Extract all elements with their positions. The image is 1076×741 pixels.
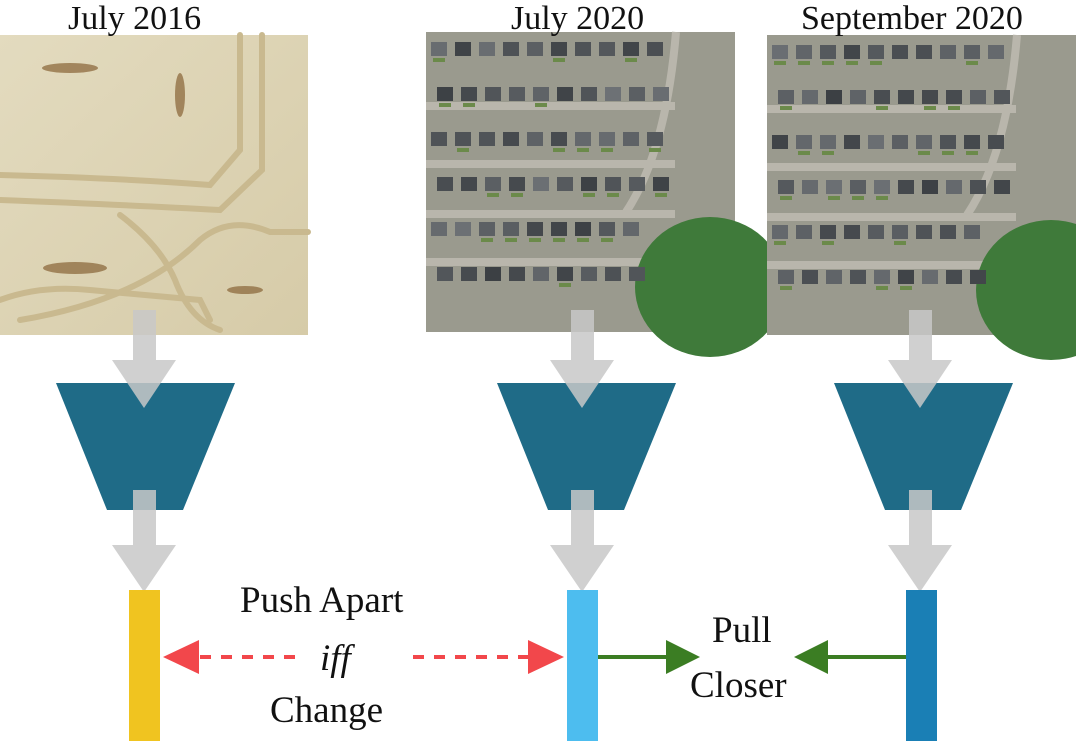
feature-vectors xyxy=(129,590,937,741)
push-label-line2: iff xyxy=(320,638,351,679)
flow-arrows xyxy=(112,310,952,592)
flow-arrow-2b xyxy=(550,490,614,592)
image-label-3: September 2020 xyxy=(801,0,1023,37)
encoder-3 xyxy=(834,383,1013,510)
feature-vector-1 xyxy=(129,590,160,741)
aerial-image-september-2020 xyxy=(767,34,1076,360)
pull-label-line1: Pull xyxy=(712,610,772,651)
feature-vector-3 xyxy=(906,590,937,741)
flow-arrow-2a xyxy=(550,310,614,408)
push-apart-arrows xyxy=(163,640,564,674)
pull-label-line2: Closer xyxy=(690,665,787,706)
aerial-image-july-2016 xyxy=(0,32,311,335)
flow-arrow-3b xyxy=(888,490,952,592)
push-label-line1: Push Apart xyxy=(240,580,404,621)
push-arrowhead-left xyxy=(163,640,199,674)
encoders xyxy=(56,383,1013,510)
flow-arrow-1b xyxy=(112,490,176,592)
push-arrowhead-right xyxy=(528,640,564,674)
encoder-1 xyxy=(56,383,235,510)
aerial-image-july-2020 xyxy=(426,31,785,357)
image-label-1: July 2016 xyxy=(68,0,202,37)
flow-arrow-3a xyxy=(888,310,952,408)
image-label-2: July 2020 xyxy=(511,0,645,37)
flow-arrow-1a xyxy=(112,310,176,408)
push-label-line3: Change xyxy=(270,690,384,731)
pull-arrowhead-left xyxy=(794,640,828,674)
pull-arrowhead-right xyxy=(666,640,700,674)
encoder-2 xyxy=(497,383,676,510)
feature-vector-2 xyxy=(567,590,598,741)
pull-closer-arrows xyxy=(598,640,906,674)
